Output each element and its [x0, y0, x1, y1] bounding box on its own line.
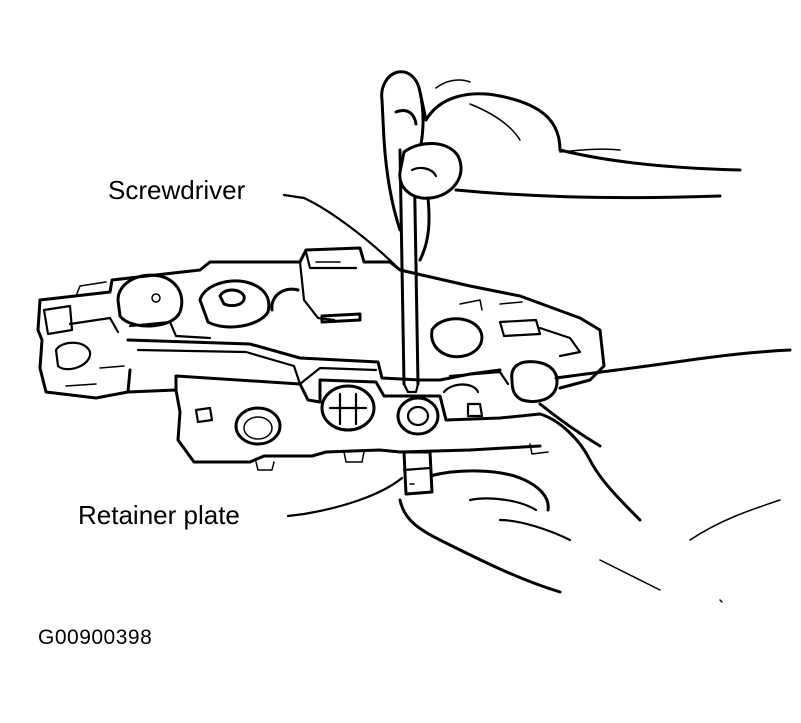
retainer-plate-label: Retainer plate: [78, 500, 240, 530]
lower-hand: [398, 348, 792, 603]
upper-hand: [380, 70, 742, 262]
screwdriver-label: Screwdriver: [108, 175, 246, 205]
leader-line-retainer-plate: [286, 476, 404, 518]
valve-body: [36, 246, 606, 471]
leader-line-screwdriver: [282, 193, 402, 272]
figure-id: G00900398: [38, 626, 153, 649]
retainer-plate: [402, 450, 434, 496]
